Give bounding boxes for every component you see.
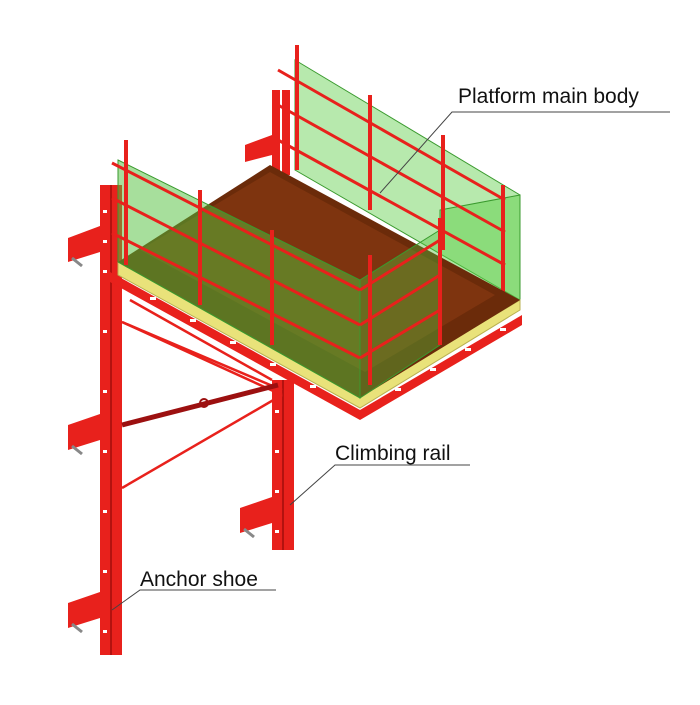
- anchor-shoe-right: [240, 497, 272, 539]
- girder-cross-members: [150, 297, 506, 391]
- main-girder-front: [110, 272, 360, 420]
- label-anchor-shoe: Anchor shoe: [140, 568, 258, 591]
- back-posts: [295, 45, 505, 295]
- front-guardrails: [111, 161, 441, 360]
- rear-rail-posts: [245, 90, 290, 175]
- leader-climbing-rail: [289, 464, 470, 506]
- anchor-shoe-left-top: [68, 226, 100, 268]
- anchor-shoe-left-bottom: [68, 592, 100, 634]
- anchor-shoe-left-mid: [68, 414, 100, 456]
- bracing-frame: [121, 298, 283, 490]
- left-climbing-rail: [100, 185, 122, 655]
- right-climbing-rail: [272, 380, 294, 550]
- label-climbing-rail: Climbing rail: [335, 442, 451, 465]
- label-platform-main-body: Platform main body: [458, 85, 639, 108]
- leader-platform: [379, 111, 670, 194]
- leader-anchor-shoe: [111, 589, 276, 611]
- strut-joint: [199, 398, 209, 408]
- main-girder-side: [360, 315, 522, 420]
- leader-lines: [111, 111, 670, 611]
- front-posts: [124, 140, 442, 385]
